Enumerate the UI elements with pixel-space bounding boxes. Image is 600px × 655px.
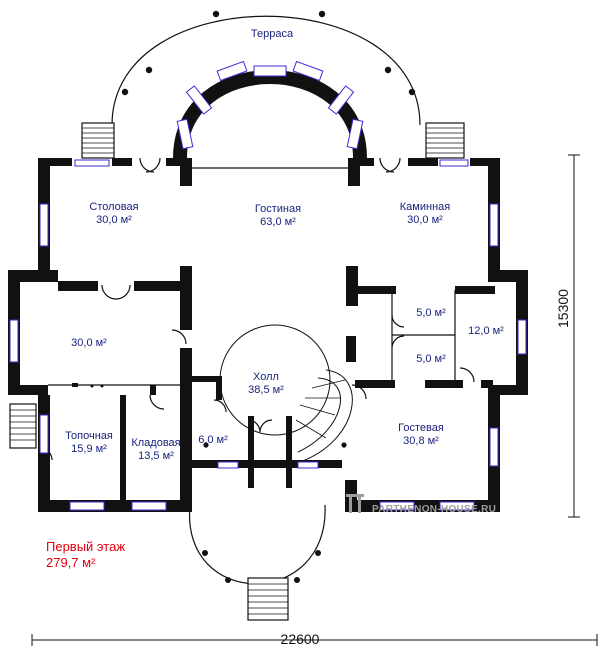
watermark-text: PARTHENON-HOUSE.RU — [372, 504, 497, 515]
room-area: 30,0 м² — [71, 337, 107, 349]
room-area: 12,0 м² — [468, 325, 504, 337]
room-area: 15,9 м² — [71, 443, 107, 455]
room-area: 30,0 м² — [96, 214, 132, 226]
room-small-1: 5,0 м² — [416, 307, 446, 320]
room-area: 30,0 м² — [407, 214, 443, 226]
room-area: 13,5 м² — [138, 450, 174, 462]
room-fireplace: Каминная 30,0 м² — [400, 201, 450, 227]
watermark-logo-icon — [346, 494, 364, 513]
left-terrace-stair — [81, 122, 115, 159]
side-stair — [9, 403, 37, 449]
room-name: Каминная — [399, 201, 451, 213]
room-name: Гостевая — [398, 422, 444, 434]
room-name: Столовая — [89, 201, 139, 213]
room-area: 5,0 м² — [416, 307, 446, 319]
porch-outline — [189, 504, 326, 585]
terrace-outline — [111, 15, 421, 126]
room-living: Гостиная 63,0 м² — [255, 203, 301, 229]
room-name: Кладовая — [131, 437, 181, 449]
depth-dimension: 15300 — [555, 289, 571, 328]
floor-total-area: 279,7 м² — [46, 555, 96, 570]
right-terrace-stair — [425, 122, 465, 159]
room-area: 5,0 м² — [416, 353, 446, 365]
floor-caption: Первый этаж 279,7 м² — [46, 539, 125, 571]
room-dining: Столовая 30,0 м² — [89, 201, 138, 227]
room-name: Гостиная — [254, 203, 302, 215]
room-boiler: Топочная 15,9 м² — [65, 430, 113, 456]
room-hall: Холл 38,5 м² — [248, 371, 284, 397]
room-name: Холл — [253, 371, 279, 383]
width-dimension: 22600 — [280, 631, 320, 647]
room-name: Топочная — [65, 430, 113, 442]
room-name: Терраса — [250, 28, 294, 40]
room-pantry: Кладовая 13,5 м² — [131, 437, 180, 463]
room-area: 38,5 м² — [248, 384, 284, 396]
room-small-2: 5,0 м² — [416, 353, 446, 366]
room-terrace: Терраса — [251, 28, 293, 41]
room-area: 30,8 м² — [403, 435, 439, 447]
room-area: 63,0 м² — [260, 216, 296, 228]
room-guest: Гостевая 30,8 м² — [398, 422, 444, 448]
entry-stair — [247, 577, 289, 621]
room-area: 6,0 м² — [198, 434, 228, 446]
room-left: 30,0 м² — [71, 337, 107, 350]
floor-title: Первый этаж — [46, 539, 126, 554]
room-wc: 6,0 м² — [198, 434, 228, 447]
room-right: 12,0 м² — [468, 325, 504, 338]
